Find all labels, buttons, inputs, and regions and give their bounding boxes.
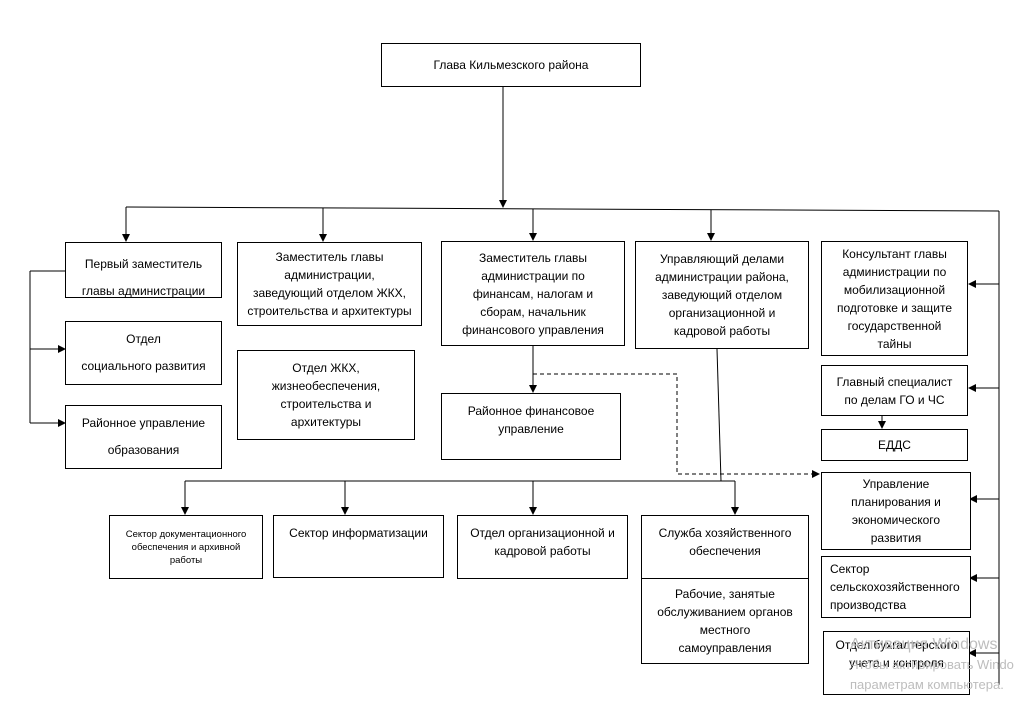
social-dept-label: Отдел социального развития: [81, 332, 206, 373]
household-box: Служба хозяйственного обеспечения: [641, 515, 809, 579]
it-sector-box: Сектор информатизации: [273, 515, 444, 578]
chief-specialist-label: Главный специалист по делам ГО и ЧС: [836, 374, 953, 407]
dept-zhkh-box: Отдел ЖКХ, жизнеобеспечения, строительст…: [237, 350, 415, 440]
watermark-line-2: Чтобы активировать Windo: [850, 657, 1014, 672]
accounting-box: Отдел бухгалтерского учета и контроля: [823, 631, 970, 695]
consultant-box: Консультант главы администрации по мобил…: [821, 241, 968, 356]
deputy-zhkh-box: Заместитель главы администрации, заведую…: [237, 242, 422, 326]
accounting-label: Отдел бухгалтерского учета и контроля: [835, 638, 958, 670]
affairs-manager-label: Управляющий делами администрации района,…: [655, 252, 789, 338]
household-label: Служба хозяйственного обеспечения: [658, 526, 792, 558]
org-dept-box: Отдел организационной и кадровой работы: [457, 515, 628, 579]
planning-label: Управление планирования и экономического…: [851, 477, 941, 545]
edds-box: ЕДДС: [821, 429, 968, 461]
finance-dept-box: Районное финансовое управление: [441, 393, 621, 460]
doc-sector-box: Сектор документационного обеспечения и а…: [109, 515, 263, 579]
first-deputy-label: Первый заместитель главы администрации: [81, 257, 206, 298]
workers-label: Рабочие, занятые обслуживанием органов м…: [657, 587, 793, 655]
deputy-finance-label: Заместитель главы администрации по финан…: [462, 250, 604, 337]
doc-sector-label: Сектор документационного обеспечения и а…: [125, 528, 247, 566]
edds-label: ЕДДС: [878, 438, 911, 452]
agri-box: Сектор сельскохозяйственного производств…: [821, 556, 971, 618]
deputy-finance-box: Заместитель главы администрации по финан…: [441, 241, 625, 346]
connector-dashed: [533, 373, 820, 478]
agri-label: Сектор сельскохозяйственного производств…: [830, 562, 960, 612]
education-box: Районное управление образования: [65, 405, 222, 469]
org-dept-label: Отдел организационной и кадровой работы: [470, 526, 615, 558]
it-sector-label: Сектор информатизации: [289, 526, 428, 540]
workers-box: Рабочие, занятые обслуживанием органов м…: [641, 578, 809, 664]
dept-zhkh-label: Отдел ЖКХ, жизнеобеспечения, строительст…: [271, 361, 381, 429]
connector-affairs-down: [716, 348, 722, 482]
head-label: Глава Кильмезского района: [433, 58, 589, 72]
head-box: Глава Кильмезского района: [381, 43, 641, 87]
watermark-line-1: Активация Windows: [850, 636, 998, 653]
education-label: Районное управление образования: [81, 416, 206, 457]
social-dept-box: Отдел социального развития: [65, 321, 222, 385]
watermark-line-3: параметрам компьютера.: [850, 677, 1004, 692]
planning-box: Управление планирования и экономического…: [821, 472, 971, 550]
affairs-manager-box: Управляющий делами администрации района,…: [635, 241, 809, 349]
first-deputy-box: Первый заместитель главы администрации: [65, 242, 222, 298]
finance-dept-label: Районное финансовое управление: [467, 404, 595, 436]
consultant-label: Консультант главы администрации по мобил…: [836, 246, 953, 351]
connector-top-bus: [125, 206, 1000, 212]
deputy-zhkh-label: Заместитель главы администрации, заведую…: [247, 250, 412, 318]
chief-specialist-box: Главный специалист по делам ГО и ЧС: [821, 365, 968, 416]
